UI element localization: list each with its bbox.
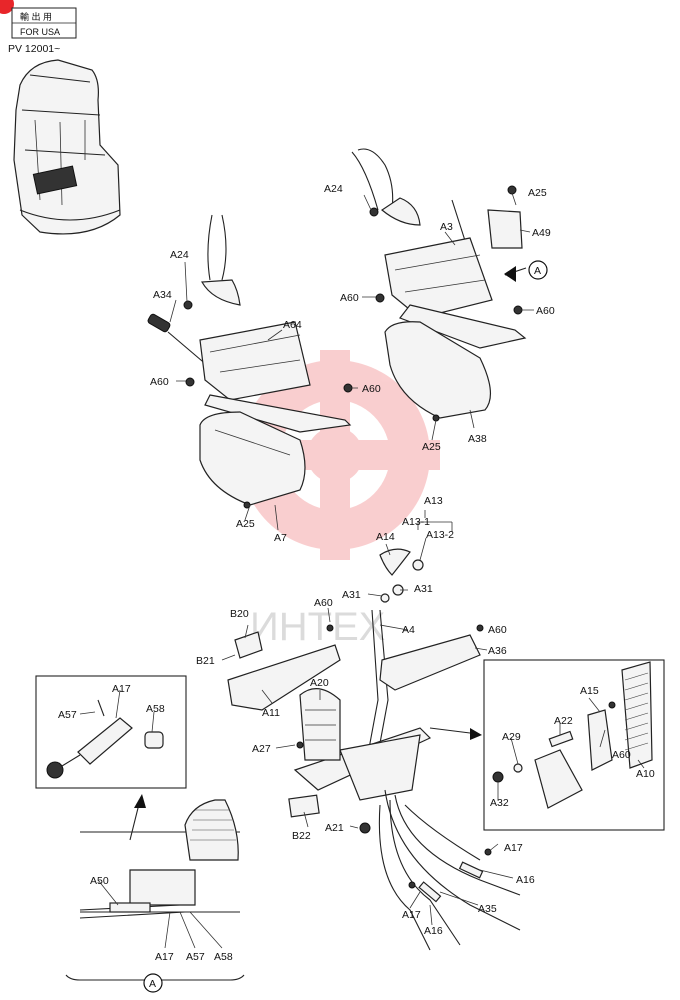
label-a17-bot: A17 — [155, 951, 174, 963]
label-a29: A29 — [502, 731, 521, 743]
view-a-detail — [65, 794, 245, 993]
label-a31-r: A31 — [414, 583, 433, 595]
label-a-circle: A — [534, 265, 541, 277]
stamp-line2: FOR USA — [20, 27, 60, 37]
label-a11: A11 — [262, 707, 280, 719]
label-a57-bot: A57 — [186, 951, 205, 963]
label-a13-2: A13-2 — [426, 529, 454, 541]
label-a34: A34 — [153, 289, 172, 301]
label-a60-lever: A60 — [488, 624, 507, 636]
label-a17-c: A17 — [504, 842, 523, 854]
label-a36: A36 — [488, 645, 507, 657]
label-a10: A10 — [636, 768, 655, 780]
label-a13: A13 — [424, 495, 443, 507]
label-a58-bot: A58 — [214, 951, 233, 963]
pedal-detail-box — [429, 659, 665, 831]
right-console-assembly — [351, 148, 548, 422]
label-a22: A22 — [554, 715, 573, 727]
label-a16-c: A16 — [516, 874, 535, 886]
label-a60-r1: A60 — [340, 292, 359, 304]
label-a13-1: A13-1 — [402, 516, 430, 528]
label-a4: A4 — [402, 624, 415, 636]
watermark-text: ИНТЕХ — [250, 605, 385, 649]
label-a57-inset: A57 — [58, 709, 77, 721]
usa-stamp: 輸 出 用 FOR USA — [11, 7, 77, 39]
label-a60-b: A60 — [314, 597, 333, 609]
label-a58-inset: A58 — [146, 703, 165, 715]
label-a24-right: A24 — [324, 183, 343, 195]
label-a21: A21 — [325, 822, 344, 834]
label-a25-top: A25 — [528, 187, 547, 199]
label-a27: A27 — [252, 743, 271, 755]
label-a17-c2: A17 — [402, 909, 421, 921]
label-a50: A50 — [90, 875, 109, 887]
label-a60-left: A60 — [150, 376, 169, 388]
label-a64: A64 — [283, 319, 302, 331]
label-a25-r: A25 — [422, 441, 441, 453]
label-a60-mid: A60 — [362, 383, 381, 395]
cab-illustration — [13, 59, 121, 235]
label-a24-left: A24 — [170, 249, 189, 261]
label-a60-r2: A60 — [536, 305, 555, 317]
serial-text: PV 12001~ — [8, 43, 60, 55]
clevis-detail-box — [35, 675, 187, 789]
label-b21: B21 — [196, 655, 215, 667]
label-a35: A35 — [478, 903, 497, 915]
part-labels: A24 A34 A64 A60 A60 A25 A7 A24 A25 A49 A… — [58, 183, 655, 990]
label-a20: A20 — [310, 677, 329, 689]
corner-badge — [0, 0, 14, 14]
left-console-assembly — [147, 214, 353, 509]
lever-base-assembly — [227, 609, 484, 834]
label-a3: A3 — [440, 221, 453, 233]
label-a7: A7 — [274, 532, 287, 544]
label-a16-c2: A16 — [424, 925, 443, 937]
label-a25-left: A25 — [236, 518, 255, 530]
label-b20: B20 — [230, 608, 249, 620]
label-a31-l: A31 — [342, 589, 361, 601]
label-a14: A14 — [376, 531, 395, 543]
label-a32: A32 — [490, 797, 509, 809]
clip-parts — [379, 510, 453, 603]
stamp-line1: 輸 出 用 — [20, 11, 52, 22]
label-a15: A15 — [580, 685, 599, 697]
label-a49: A49 — [532, 227, 551, 239]
label-a17-inset: A17 — [112, 683, 131, 695]
label-a38: A38 — [468, 433, 487, 445]
label-a60-box: A60 — [612, 749, 631, 761]
label-a-bottom: A — [149, 978, 156, 990]
label-b22: B22 — [292, 830, 311, 842]
leader-lines — [79, 192, 645, 949]
